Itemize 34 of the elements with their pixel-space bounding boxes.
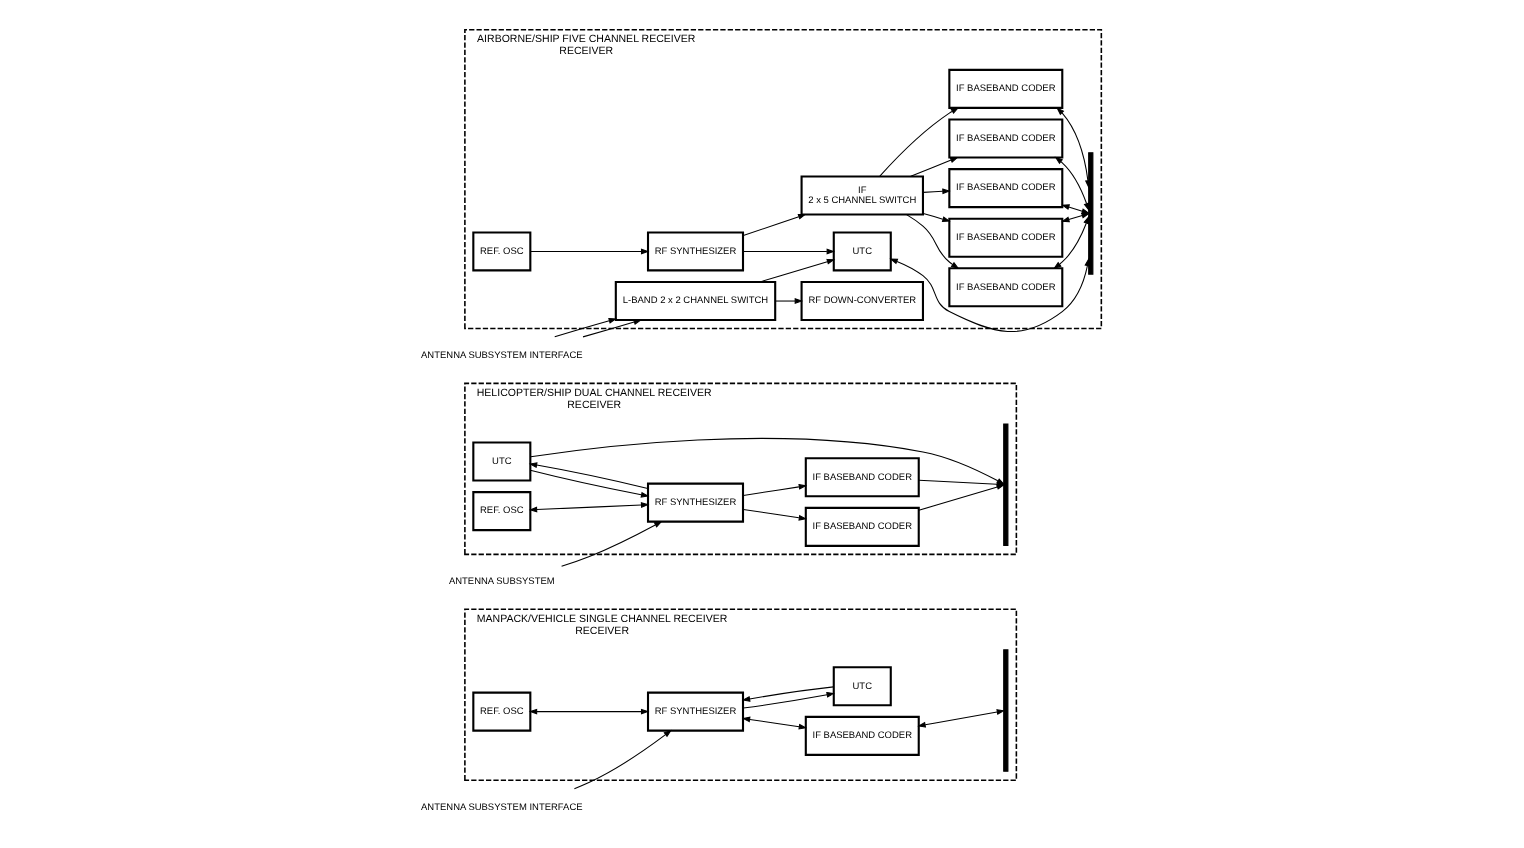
arrow (922, 212, 951, 222)
node-bar (1003, 423, 1009, 546)
arrow (742, 248, 836, 255)
arrow (741, 716, 808, 730)
arrow (917, 709, 1006, 728)
arrow (573, 729, 672, 790)
arrow (759, 258, 836, 283)
arrow (879, 107, 960, 177)
arrow (889, 257, 1091, 332)
arrow (529, 469, 650, 498)
node-bar (1088, 152, 1094, 275)
arrow (528, 462, 649, 489)
node-bar (1003, 649, 1009, 772)
arrow (554, 317, 618, 338)
arrow (528, 502, 650, 513)
arrow (582, 319, 643, 338)
arrow (528, 708, 650, 715)
arrow (742, 692, 835, 709)
arrow (918, 484, 1006, 511)
arrow (742, 214, 807, 237)
arrow (1053, 215, 1090, 270)
arrow (1061, 204, 1091, 214)
arrow (906, 214, 960, 270)
arrow (742, 509, 808, 521)
arrow (742, 483, 808, 496)
arrow (561, 521, 663, 567)
arrow (922, 188, 951, 195)
arrow (1056, 107, 1091, 189)
arrow (1054, 156, 1090, 212)
arrow (910, 157, 959, 177)
arrow (530, 437, 1006, 485)
arrow (529, 248, 650, 255)
arrow (741, 686, 834, 702)
arrow (775, 298, 804, 304)
